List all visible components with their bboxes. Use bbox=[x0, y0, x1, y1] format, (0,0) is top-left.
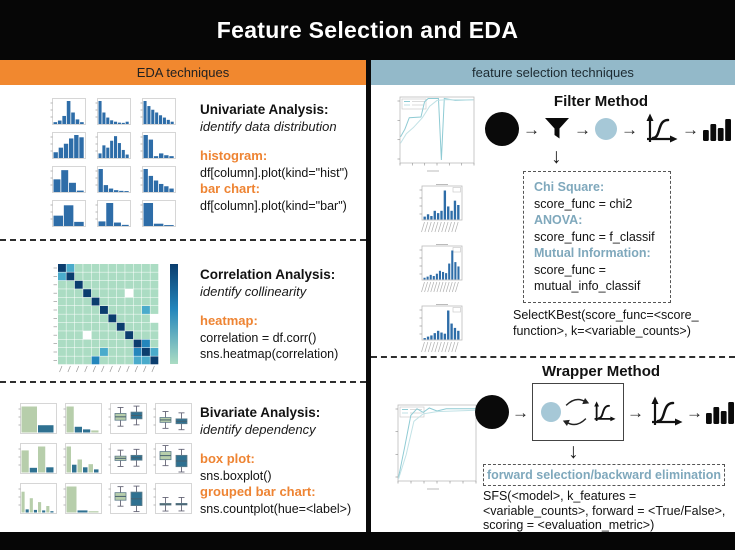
column-divider bbox=[366, 60, 371, 85]
bivariate-section: Bivariate Analysis: identify dependency … bbox=[0, 383, 366, 532]
column-headers: EDA techniques feature selection techniq… bbox=[0, 60, 735, 85]
feature-selection-column-header: feature selection techniques bbox=[371, 60, 735, 85]
score-func-code: score_func = chi2 bbox=[534, 196, 633, 211]
univariate-text: Univariate Analysis: identify data distr… bbox=[200, 102, 362, 214]
funnel-icon bbox=[545, 118, 569, 139]
arrow-right-icon: → bbox=[627, 402, 644, 422]
arrow-right-icon: → bbox=[621, 119, 638, 139]
code-line: <variable_counts>, forward = <True/False… bbox=[483, 503, 726, 518]
item-code: df[column].plot(kind="bar") bbox=[200, 198, 347, 213]
item-label: histogram: bbox=[200, 148, 268, 163]
ranked-bars-icon bbox=[706, 402, 734, 424]
item-code: df[column].plot(kind="hist") bbox=[200, 165, 349, 180]
univariate-section: Univariate Analysis: identify data distr… bbox=[0, 85, 366, 241]
code-line: SelectKBest(score_func=<score_ bbox=[513, 308, 699, 322]
code-line: scoring = <evaluation_metric>) bbox=[483, 518, 655, 532]
learning-curve-icon bbox=[646, 113, 678, 143]
footer-bar bbox=[0, 532, 735, 550]
bivariate-thumbnails bbox=[16, 401, 196, 518]
correlation-section: Correlation Analysis: identify collinear… bbox=[0, 241, 366, 383]
arrow-right-icon: → bbox=[523, 119, 540, 139]
filter-line-chart-thumbnail bbox=[387, 93, 479, 180]
filter-bar-thumbnails bbox=[413, 181, 467, 355]
feature-subset-circle-icon bbox=[595, 118, 617, 140]
section-items: histogram: df[column].plot(kind="hist") … bbox=[200, 148, 362, 214]
item-label: bar chart: bbox=[200, 181, 260, 196]
learning-curve-icon bbox=[651, 396, 683, 426]
wrapper-line-chart-thumbnail bbox=[385, 401, 481, 498]
dataset-circle-icon bbox=[475, 395, 509, 429]
section-subheading: identify dependency bbox=[200, 421, 316, 437]
wrapper-loop-box bbox=[532, 383, 624, 441]
sfs-code: SFS(<model>, k_features = <variable_coun… bbox=[483, 489, 735, 533]
vertical-divider bbox=[366, 85, 371, 532]
section-items: box plot: sns.boxplot() grouped bar char… bbox=[200, 451, 362, 517]
wrapper-flow-icons: → bbox=[475, 383, 735, 441]
correlation-text: Correlation Analysis: identify collinear… bbox=[200, 267, 362, 363]
arrow-down-icon: ↓ bbox=[551, 145, 562, 168]
score-func-code: score_func = bbox=[534, 262, 606, 277]
page-title: Feature Selection and EDA bbox=[216, 16, 519, 43]
section-heading: Bivariate Analysis: bbox=[200, 405, 321, 420]
item-code: correlation = df.corr() bbox=[200, 330, 317, 345]
section-heading: Univariate Analysis: bbox=[200, 102, 329, 117]
section-subheading: identify collinearity bbox=[200, 283, 307, 299]
content-area: Univariate Analysis: identify data distr… bbox=[0, 85, 735, 532]
score-func-code: score_func = f_classif bbox=[534, 229, 655, 244]
selectkbest-code: SelectKBest(score_func=<score_ function>… bbox=[513, 307, 735, 339]
filter-method-heading: Filter Method bbox=[553, 93, 649, 110]
method-separator bbox=[371, 356, 735, 358]
item-code: sns.heatmap(correlation) bbox=[200, 347, 339, 361]
section-heading: Correlation Analysis: bbox=[200, 267, 336, 282]
arrow-right-icon: → bbox=[682, 119, 699, 139]
dataset-circle-icon bbox=[485, 112, 519, 146]
arrow-down-icon: ↓ bbox=[568, 440, 579, 463]
ranked-bars-icon bbox=[703, 119, 731, 141]
score-func-label: ANOVA: bbox=[534, 213, 583, 227]
correlation-heatmap-thumbnail bbox=[44, 261, 184, 379]
score-func-label: Mutual Information: bbox=[534, 246, 651, 260]
cycle-arrows-icon bbox=[562, 398, 589, 426]
title-bar: Feature Selection and EDA bbox=[0, 0, 735, 60]
bivariate-text: Bivariate Analysis: identify dependency … bbox=[200, 405, 362, 517]
wrapper-method-heading: Wrapper Method bbox=[541, 363, 661, 380]
learning-curve-icon bbox=[593, 401, 616, 422]
item-code: sns.countplot(hue=<label>) bbox=[200, 501, 352, 516]
filter-flow-icons: → → → → bbox=[485, 112, 733, 146]
arrow-right-icon: → bbox=[512, 402, 529, 422]
section-items: heatmap: correlation = df.corr() sns.hea… bbox=[200, 313, 362, 363]
eda-column-header: EDA techniques bbox=[0, 60, 366, 85]
code-line: function>, k=<variable_counts>) bbox=[513, 324, 691, 338]
filter-score-functions-box: Chi Square: score_func = chi2 ANOVA: sco… bbox=[523, 171, 671, 303]
eda-column: Univariate Analysis: identify data distr… bbox=[0, 85, 366, 532]
score-func-code: mutual_info_classif bbox=[534, 279, 641, 293]
feature-selection-column: Filter Method → → → → bbox=[371, 85, 735, 532]
item-label: heatmap: bbox=[200, 313, 258, 328]
feature-subset-circle-icon bbox=[540, 402, 561, 422]
section-subheading: identify data distribution bbox=[200, 118, 337, 134]
forward-backward-box: forward selection/backward elimination bbox=[483, 464, 725, 486]
arrow-right-icon: → bbox=[686, 402, 703, 422]
univariate-thumbnails bbox=[46, 96, 178, 229]
score-func-label: Chi Square: bbox=[534, 180, 605, 194]
code-line: SFS(<model>, k_features = bbox=[483, 489, 637, 503]
item-code: sns.boxplot() bbox=[200, 468, 272, 483]
item-label: box plot: bbox=[200, 451, 255, 466]
item-label: grouped bar chart: bbox=[200, 484, 316, 499]
arrow-right-icon: → bbox=[574, 119, 591, 139]
